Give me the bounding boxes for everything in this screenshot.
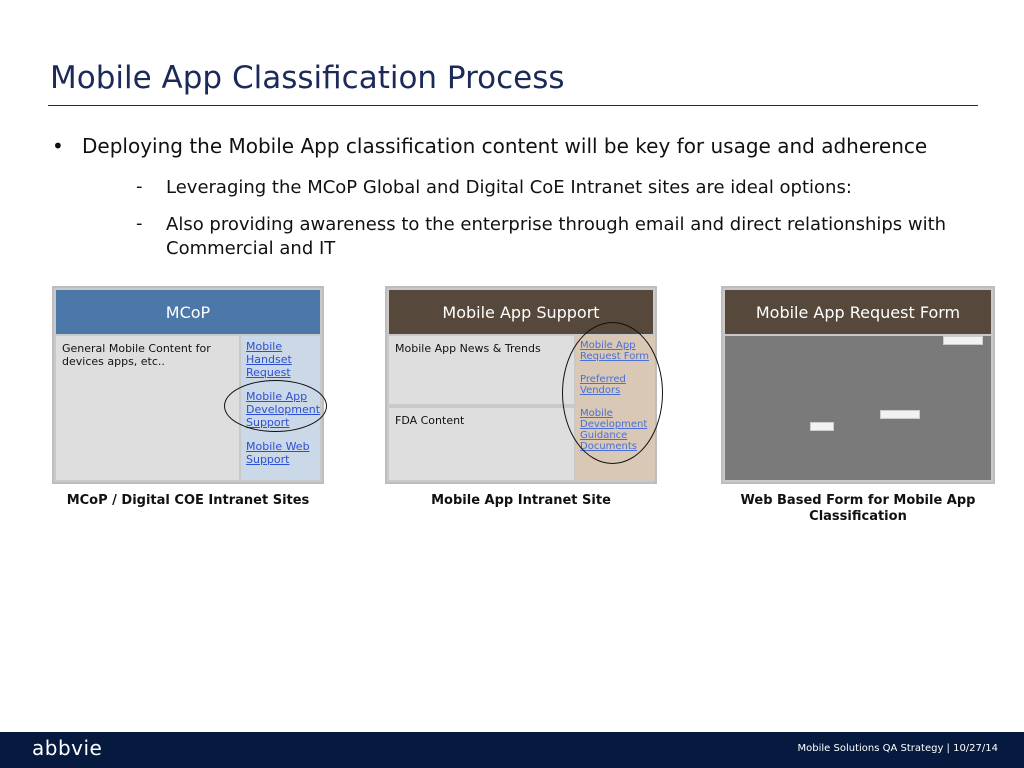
abbvie-logo: abbvie bbox=[32, 736, 103, 760]
news-trends-box: Mobile App News & Trends bbox=[389, 336, 574, 404]
mobile-handset-request-link[interactable]: Mobile Handset Request bbox=[246, 340, 292, 379]
form-field[interactable] bbox=[943, 336, 983, 345]
bullet-marker: • bbox=[52, 134, 64, 158]
sub-bullet-text: Leveraging the MCoP Global and Digital C… bbox=[166, 177, 852, 198]
mcop-caption: MCoP / Digital COE Intranet Sites bbox=[66, 493, 310, 508]
mcop-main-content: General Mobile Content for devices apps,… bbox=[56, 336, 239, 480]
footer-bar: abbvie Mobile Solutions QA Strategy | 10… bbox=[0, 732, 1024, 768]
footer-text: Mobile Solutions QA Strategy | 10/27/14 bbox=[797, 743, 998, 754]
bullet-text: Deploying the Mobile App classification … bbox=[82, 134, 928, 158]
form-area bbox=[725, 336, 991, 480]
mobile-web-support-link[interactable]: Mobile Web Support bbox=[246, 440, 310, 466]
slide-title: Mobile App Classification Process bbox=[50, 60, 565, 96]
fda-content-box: FDA Content bbox=[389, 408, 574, 480]
form-field[interactable] bbox=[880, 410, 920, 419]
support-caption: Mobile App Intranet Site bbox=[431, 493, 611, 508]
highlight-oval bbox=[224, 380, 327, 432]
sub-bullet-text: Also providing awareness to the enterpri… bbox=[166, 214, 947, 259]
mcop-header: MCoP bbox=[56, 290, 320, 334]
request-form-screenshot: Mobile App Request Form bbox=[721, 286, 995, 484]
mcop-site-screenshot: MCoP General Mobile Content for devices … bbox=[52, 286, 324, 484]
sub-bullet-marker: - bbox=[136, 213, 143, 234]
highlight-oval bbox=[562, 322, 663, 464]
title-divider bbox=[48, 105, 978, 106]
sub-bullet-marker: - bbox=[136, 176, 143, 197]
form-field[interactable] bbox=[810, 422, 834, 431]
form-header: Mobile App Request Form bbox=[725, 290, 991, 334]
form-caption: Web Based Form for Mobile App Classifica… bbox=[740, 493, 976, 524]
